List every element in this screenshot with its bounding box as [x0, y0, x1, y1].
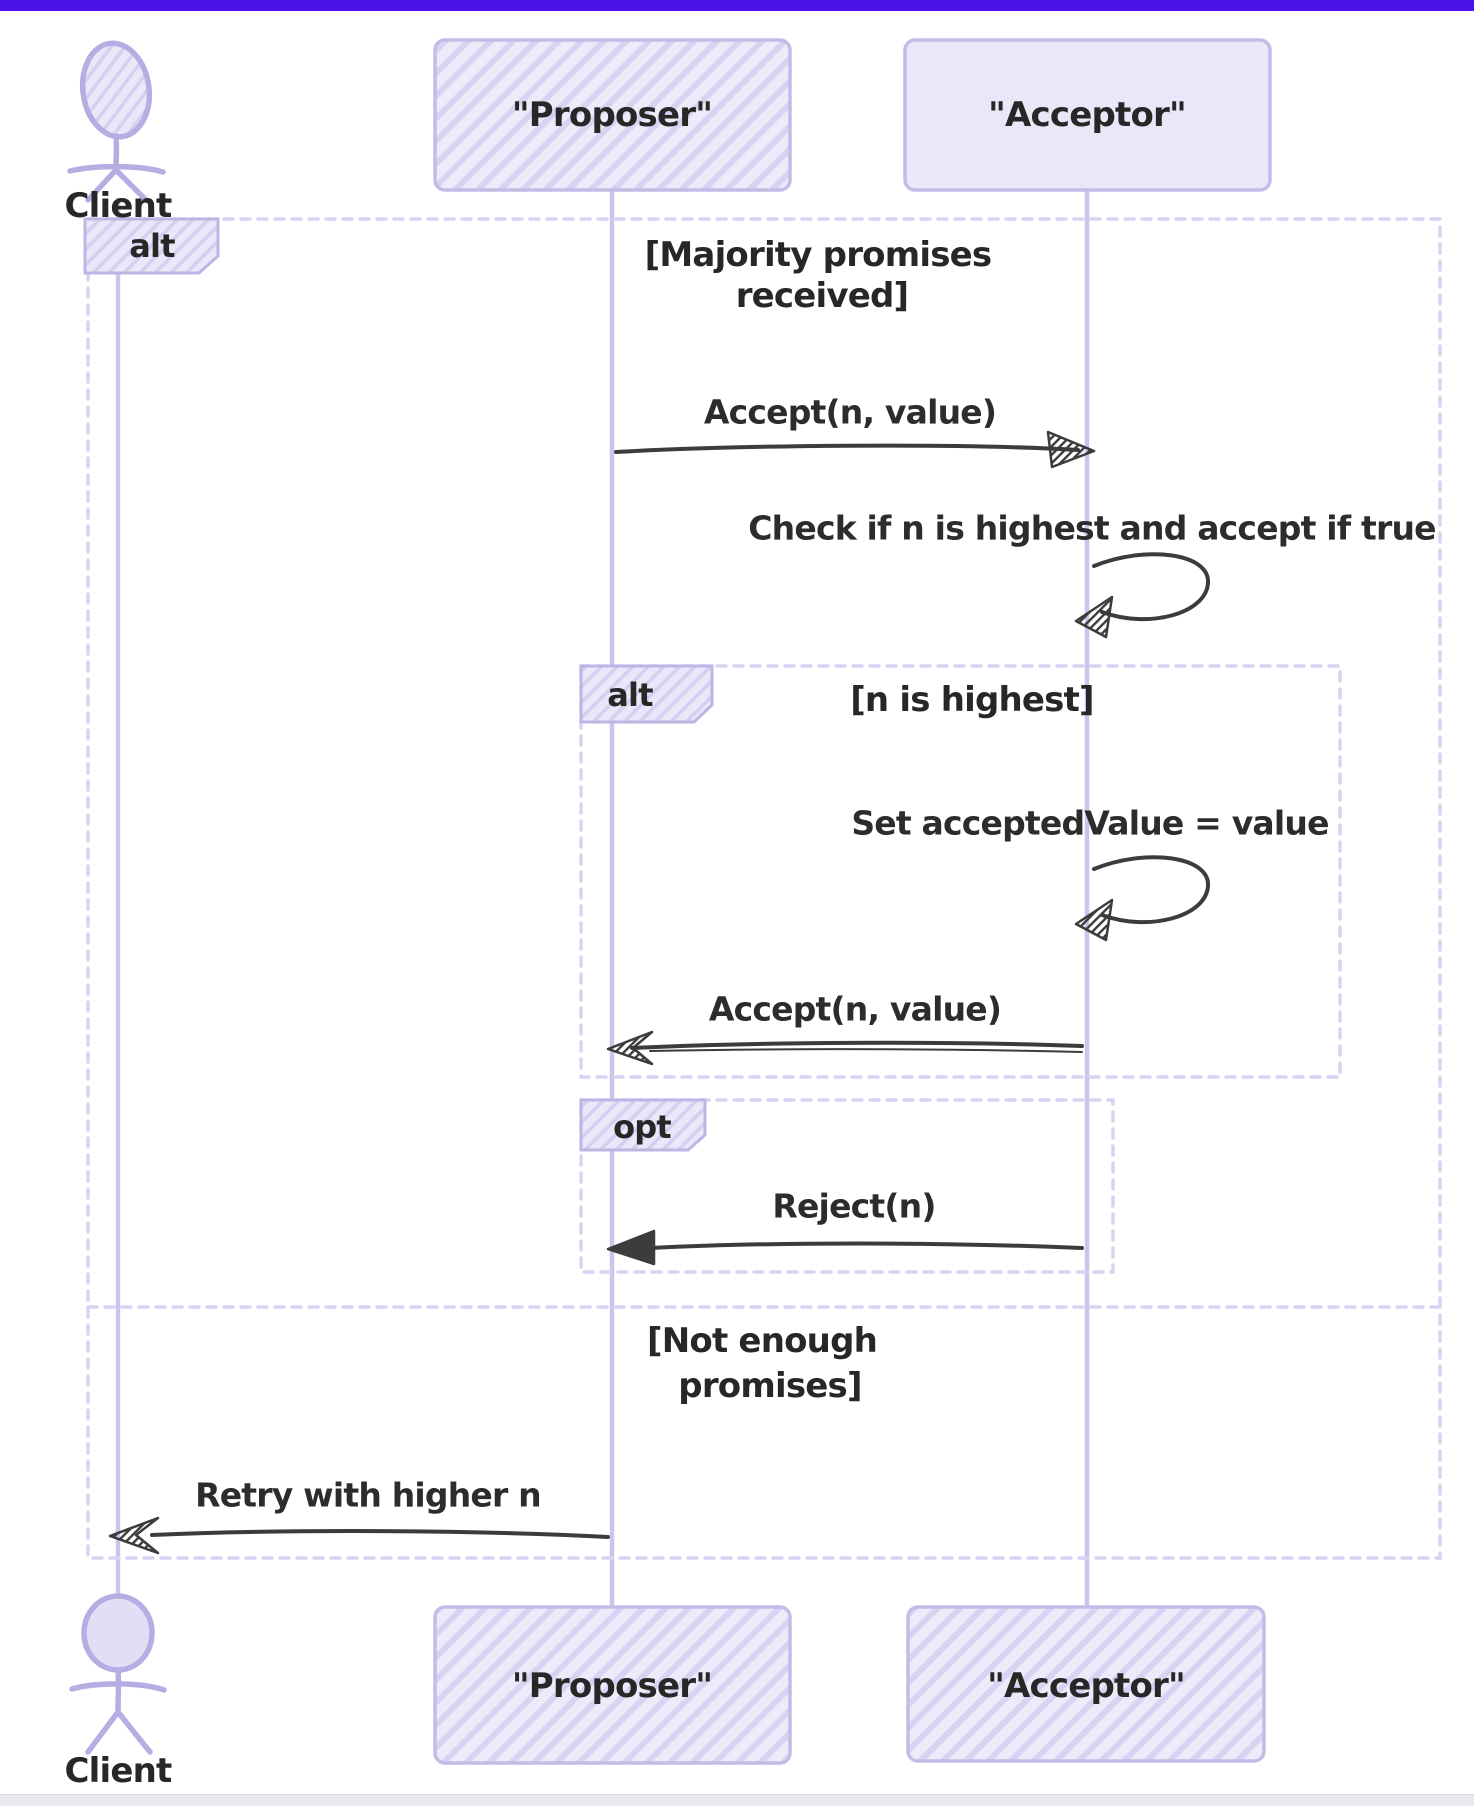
outer-alt-border: [86, 217, 1442, 1560]
proposer-label-bottom: "Proposer": [511, 1666, 713, 1706]
client-head-top: [79, 40, 153, 140]
acceptor-label-top: "Acceptor": [988, 95, 1187, 135]
accept-request-arrow-line: [614, 443, 1080, 454]
outer-alt-frame: [86, 217, 1442, 1560]
check-self-arrowhead: [1074, 595, 1114, 639]
set-value-arrowhead: [1074, 898, 1114, 942]
lifelines: [115, 188, 1090, 1607]
proposer-box-bottom: [433, 1605, 792, 1765]
participant-boxes: [433, 38, 1272, 1765]
bottom-edge-strip: [0, 1794, 1474, 1806]
accept-reply-arrow-sketch: [649, 1048, 1083, 1053]
top-accent-bar: [0, 0, 1474, 11]
accept-reply-label: Accept(n, value): [708, 989, 1002, 1029]
arrowheads: [108, 430, 1114, 1555]
outer-alt-guard2-line2: promises]: [678, 1366, 862, 1406]
accept-request-label: Accept(n, value): [703, 392, 997, 432]
check-self-label: Check if n is highest and accept if true: [748, 508, 1436, 548]
inner-alt-frame: [579, 664, 1342, 1079]
accept-reply-arrowhead: [606, 1030, 654, 1066]
retry-label: Retry with higher n: [195, 1475, 542, 1515]
acceptor-box-top: [903, 38, 1272, 192]
client-head-bottom: [81, 1593, 155, 1673]
reject-arrow-line: [648, 1241, 1084, 1250]
outer-alt-guard1-line2: received]: [735, 276, 909, 316]
retry-arrow-line: [150, 1529, 610, 1539]
client-label-top: Client: [64, 186, 173, 226]
reject-arrowhead: [606, 1229, 656, 1266]
opt-operator-tab: [579, 1098, 707, 1152]
outer-alt-operator-tab: [83, 217, 220, 275]
acceptor-box-bottom: [906, 1605, 1266, 1763]
opt-operator-label: opt: [613, 1108, 672, 1146]
acceptor-label-bottom: "Acceptor": [987, 1666, 1186, 1706]
outer-alt-guard2-line1: [Not enough: [646, 1321, 878, 1361]
inner-alt-guard: [n is highest]: [850, 680, 1094, 720]
client-actor-figure-bottom: [69, 1593, 167, 1755]
client-legs-top: [85, 167, 149, 203]
outer-alt-guard1-line1: [Majority promises: [644, 235, 992, 275]
accept-request-arrowhead: [1046, 430, 1096, 469]
proposer-box-top: [433, 38, 792, 192]
reject-label: Reject(n): [772, 1186, 936, 1226]
opt-frame: [579, 1098, 1115, 1274]
retry-arrowhead: [108, 1516, 160, 1555]
client-actor-figure-top: [67, 40, 166, 203]
client-arms-top: [67, 163, 166, 175]
inner-alt-operator-tab: [579, 664, 714, 724]
inner-alt-operator-label: alt: [607, 676, 653, 714]
client-arms-bottom: [69, 1681, 167, 1693]
accept-reply-arrow-line: [630, 1040, 1084, 1050]
set-value-label: Set acceptedValue = value: [851, 803, 1329, 843]
message-arrows: [150, 443, 1211, 1539]
client-legs-bottom: [85, 1709, 153, 1755]
outer-alt-operator-label: alt: [129, 227, 175, 265]
check-self-loop: [1092, 552, 1211, 621]
proposer-label-top: "Proposer": [511, 95, 713, 135]
client-label-bottom: Client: [64, 1751, 173, 1791]
set-value-self-loop: [1092, 855, 1211, 924]
